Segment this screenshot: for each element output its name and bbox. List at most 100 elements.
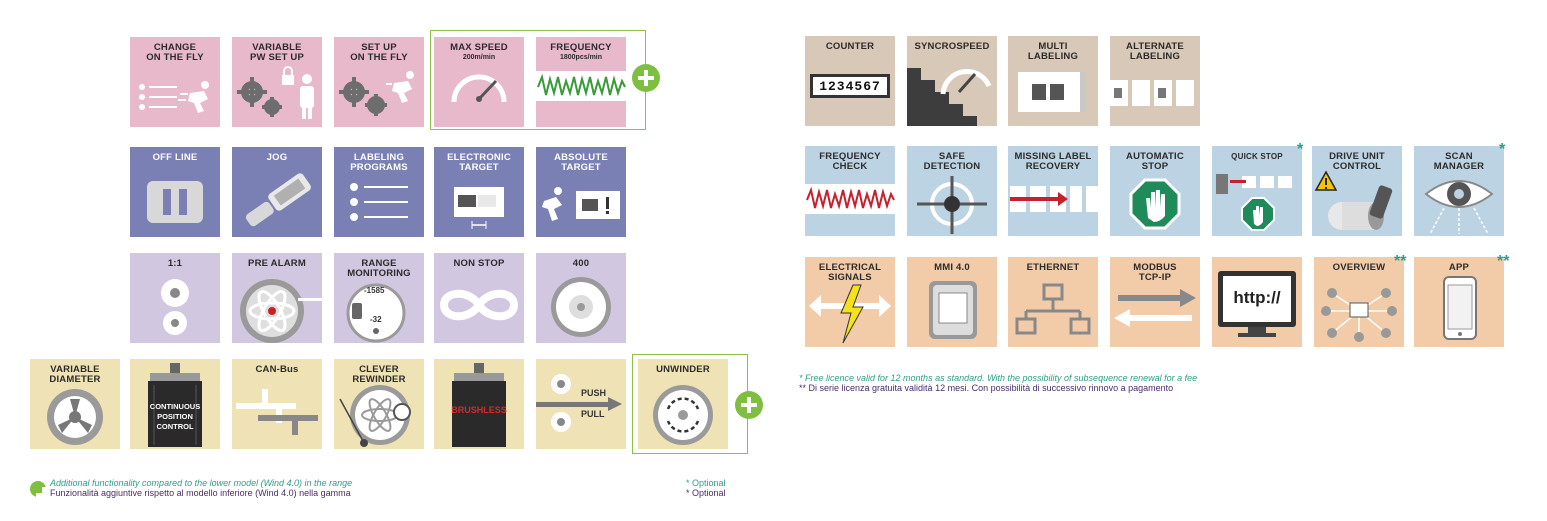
drive-unit-icon — [1314, 170, 1393, 230]
list-runner-icon — [139, 81, 209, 113]
tile-brushless: BRUSHLESS — [434, 359, 524, 449]
hmi-panel-icon — [929, 281, 977, 339]
tile-title: ELECTRONIC TARGET — [447, 152, 511, 173]
brushless-caption: BRUSHLESS — [451, 405, 507, 415]
tile-jog: JOG — [232, 147, 322, 237]
tile-subtitle: 1800pcs/min — [559, 54, 603, 61]
tile-title: MAX SPEED — [450, 42, 508, 53]
gears-runner-icon — [339, 71, 414, 116]
tile-clever-rewinder: CLEVER REWINDER — [334, 359, 424, 449]
pause-icon — [147, 181, 203, 223]
tile-variable-diameter: VARIABLE DIAMETER — [30, 359, 120, 449]
scan-eye-icon — [1424, 180, 1494, 235]
one-to-one-icon — [161, 279, 189, 335]
tile-title: SYNCROSPEED — [914, 41, 990, 52]
tile-title: FREQUENCY — [550, 42, 612, 53]
tile-non-stop: NON STOP — [434, 253, 524, 343]
tile-multi-labeling: MULTI LABELING — [1008, 36, 1098, 126]
tile-title: FREQUENCY CHECK — [819, 151, 881, 172]
label-target-icon — [454, 187, 504, 229]
runner-label-icon — [542, 187, 620, 221]
tile-title: RANGE MONITORING — [347, 258, 411, 279]
tile-labeling-programs: LABELING PROGRAMS — [334, 147, 424, 237]
right-legend-line-en: * Free licence valid for 12 months as st… — [799, 373, 1198, 383]
tile-mmi: MMI 4.0 — [907, 257, 997, 347]
tile-title: QUICK STOP — [1231, 152, 1283, 161]
tile-web-access: http:// — [1212, 257, 1302, 347]
added-feature-icon — [735, 391, 763, 419]
tile-can-bus: CAN-Bus — [232, 359, 322, 449]
motor-icon — [148, 363, 202, 447]
tile-max-speed: MAX SPEED 200m/min — [434, 37, 524, 127]
tile-push-pull: PUSH PULL — [536, 359, 626, 449]
legend-plus-icon — [30, 481, 52, 503]
tile-one-to-one: 1:1 — [130, 253, 220, 343]
tile-frequency: FREQUENCY 1800pcs/min — [536, 37, 626, 127]
tile-title: LABELING PROGRAMS — [350, 152, 408, 173]
tile-safe-detection: SAFE DETECTION — [907, 146, 997, 236]
overview-network-icon — [1321, 288, 1397, 342]
tile-overview: OVERVIEW — [1314, 257, 1404, 347]
monitor-screen-text: http:// — [1233, 288, 1281, 307]
tile-title: COUNTER — [825, 41, 875, 52]
waveform-icon — [536, 71, 626, 101]
range-monitoring-icon — [346, 283, 406, 343]
optional-double-asterisk: ** — [1497, 253, 1510, 270]
multi-labeling-icon — [1018, 72, 1086, 112]
tile-title: ELECTRICAL SIGNALS — [818, 262, 882, 283]
motor-caption: CONTINUOUS POSITION CONTROL — [149, 402, 201, 431]
counter-icon — [810, 74, 890, 98]
stop-hand-icon — [1129, 178, 1181, 230]
counter-digits: 1234567 — [819, 79, 881, 94]
tile-range-monitoring: RANGE MONITORING -1585 -32 — [334, 253, 424, 343]
tile-title: SCAN MANAGER — [1433, 151, 1485, 172]
tile-quick-stop: QUICK STOP — [1212, 146, 1302, 236]
range-reading-bottom: -32 — [370, 315, 382, 324]
quick-stop-icon — [1216, 174, 1292, 231]
frequency-check-icon — [805, 184, 895, 214]
tile-pre-alarm: PRE ALARM — [232, 253, 322, 343]
tile-set-up-on-the-fly: SET UP ON THE FLY — [334, 37, 424, 127]
pre-alarm-reel-icon — [240, 279, 322, 343]
tile-title: AUTOMATIC STOP — [1126, 151, 1184, 172]
tile-syncrospeed: SYNCROSPEED — [907, 36, 997, 126]
push-pull-icon — [536, 374, 622, 432]
tile-frequency-check: FREQUENCY CHECK — [805, 146, 895, 236]
crosshair-icon — [917, 176, 987, 234]
tile-missing-label-recovery: MISSING LABEL RECOVERY — [1008, 146, 1098, 236]
tile-automatic-stop: AUTOMATIC STOP — [1110, 146, 1200, 236]
tile-variable-pw-set-up: VARIABLE PW SET UP — [232, 37, 322, 127]
optional-asterisk: * — [1499, 141, 1506, 158]
legend-optional-it: * Optional — [686, 488, 726, 498]
stairs-gauge-icon — [907, 68, 992, 126]
alternate-labeling-icon — [1110, 80, 1194, 106]
canbus-icon — [236, 389, 318, 435]
tile-title: CAN-Bus — [255, 364, 299, 375]
tile-title: SET UP ON THE FLY — [350, 42, 408, 63]
tile-title: ETHERNET — [1026, 262, 1080, 273]
modbus-arrows-icon — [1114, 289, 1196, 327]
tile-off-line: OFF LINE — [130, 147, 220, 237]
tile-400: 400 — [536, 253, 626, 343]
tile-title: CHANGE ON THE FLY — [146, 42, 204, 63]
tile-drive-unit-control: DRIVE UNIT CONTROL — [1312, 146, 1402, 236]
tile-title: 400 — [572, 258, 590, 269]
tile-title: MMI 4.0 — [934, 262, 970, 273]
pull-label: PULL — [581, 409, 605, 419]
tile-continuous-position-control: CONTINUOUS POSITION CONTROL — [130, 359, 220, 449]
tile-title: OVERVIEW — [1332, 262, 1386, 273]
tile-title: OFF LINE — [152, 152, 198, 163]
jog-pieces-icon — [245, 173, 311, 227]
right-legend-line-it: ** Di serie licenza gratuita validità 12… — [799, 383, 1174, 393]
variable-diameter-icon — [47, 389, 103, 445]
tile-counter: COUNTER 1234567 — [805, 36, 895, 126]
infinity-icon — [439, 289, 519, 321]
tile-title: ABSOLUTE TARGET — [554, 152, 608, 173]
tile-title: VARIABLE PW SET UP — [249, 42, 305, 63]
range-reading-top: -1585 — [364, 286, 385, 295]
tile-title: SAFE DETECTION — [923, 151, 981, 172]
tile-title: ALTERNATE LABELING — [1126, 41, 1184, 62]
push-label: PUSH — [581, 388, 607, 398]
rewinder-icon — [339, 385, 411, 447]
optional-double-asterisk: ** — [1394, 253, 1407, 270]
